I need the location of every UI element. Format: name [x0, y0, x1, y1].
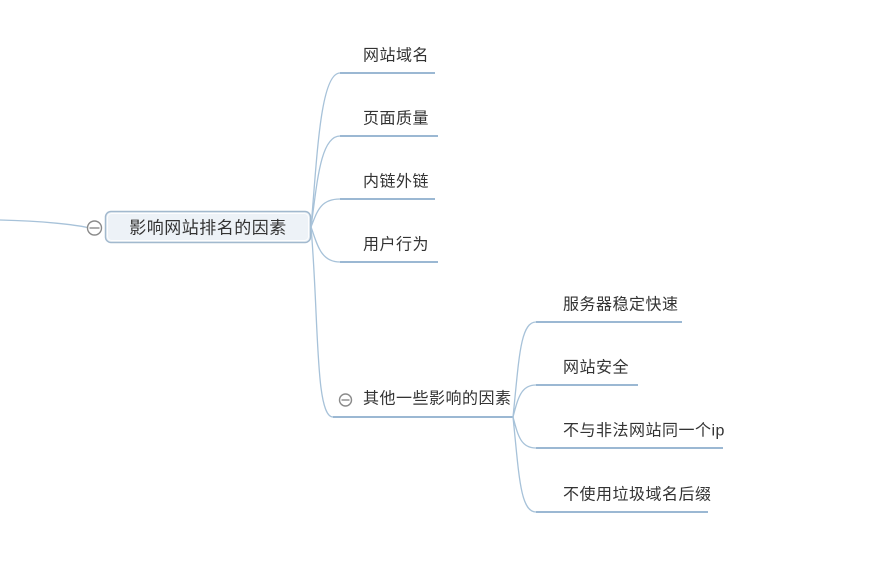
branch-node-links[interactable]: 内链外链 [340, 173, 435, 200]
subbranch-node-server[interactable]: 服务器稳定快速 [536, 296, 682, 323]
parent-connector-line [0, 219, 89, 229]
subbranch-connector-4 [512, 416, 537, 513]
subbranch-node-suffix[interactable]: 不使用垃圾域名后缀 [536, 486, 712, 513]
branch-label[interactable]: 不使用垃圾域名后缀 [563, 486, 712, 504]
root-collapse-button[interactable] [86, 220, 103, 236]
branch-connector-4 [310, 226, 341, 263]
subbranch-node-security[interactable]: 网站安全 [536, 359, 638, 386]
branch-node-domain[interactable]: 网站域名 [340, 47, 435, 74]
branch-label[interactable]: 用户行为 [363, 236, 429, 254]
branch-node-page-quality[interactable]: 页面质量 [340, 110, 438, 137]
branch-label[interactable]: 不与非法网站同一个ip [563, 422, 725, 440]
other-collapse-button[interactable] [338, 393, 353, 407]
branch-connector-other [310, 226, 334, 418]
branch-label[interactable]: 网站域名 [363, 47, 429, 65]
branch-connector-3 [310, 198, 341, 228]
branch-label[interactable]: 页面质量 [363, 110, 429, 128]
branch-label[interactable]: 网站安全 [563, 359, 629, 377]
subbranch-node-ip[interactable]: 不与非法网站同一个ip [536, 422, 725, 449]
root-node-box-highlight [107, 213, 309, 241]
subbranch-connector-3 [512, 416, 537, 449]
branch-connector-1 [310, 72, 341, 228]
branch-node-user-behavior[interactable]: 用户行为 [340, 236, 438, 263]
branch-label[interactable]: 服务器稳定快速 [563, 296, 679, 314]
root-node-label[interactable]: 影响网站排名的因素 [129, 219, 287, 238]
branch-connector-2 [310, 135, 341, 228]
branch-label[interactable]: 其他一些影响的因素 [363, 390, 512, 408]
subbranch-connector-1 [512, 321, 537, 418]
subbranch-connector-2 [512, 384, 537, 418]
root-node[interactable]: 影响网站排名的因素 [86, 210, 312, 244]
branch-node-other-factors[interactable]: 其他一些影响的因素 [333, 390, 513, 418]
branch-label[interactable]: 内链外链 [363, 173, 429, 191]
